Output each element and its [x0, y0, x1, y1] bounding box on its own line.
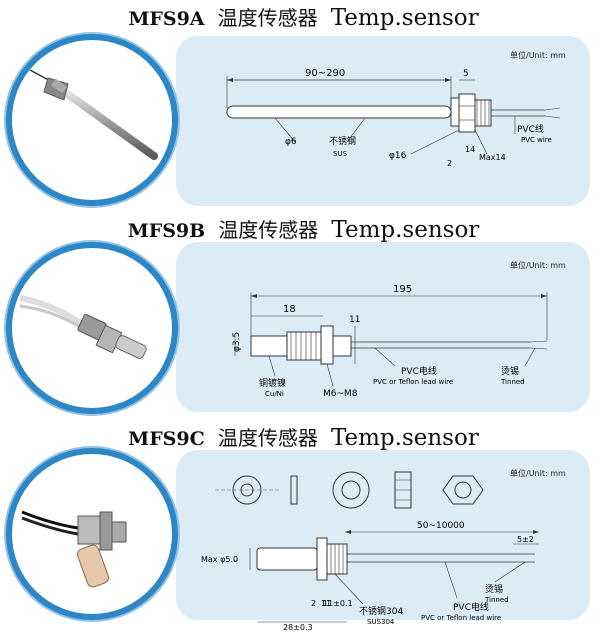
- dim-thread: Max14: [479, 153, 506, 162]
- material-english: SUS304: [367, 618, 395, 626]
- dim-max-dia: Max φ5.0: [201, 555, 238, 564]
- section-title: MFS9B 温度传感器 Temp.sensor: [0, 214, 607, 243]
- model-code: MFS9C: [128, 428, 205, 450]
- title-english: Temp.sensor: [330, 5, 479, 31]
- wire-english: PVC or Teflon lead wire: [421, 614, 501, 622]
- wire-chinese: PVC线: [517, 123, 544, 135]
- tinned-chinese: 烫锡: [485, 584, 503, 595]
- dim-a: 2: [311, 599, 316, 608]
- technical-drawing: 50~10000 5±2 Max φ5.0 烫锡 Tinned PVC电线 PV…: [201, 471, 539, 632]
- title-english: Temp.sensor: [330, 425, 479, 451]
- title-chinese: 温度传感器: [217, 6, 318, 30]
- dim-phi16: φ16: [389, 151, 407, 161]
- dim-total: 195: [393, 284, 412, 295]
- technical-drawing: 18 195 φ3.5 11 铜镀镍 Cu/Ni M6~M8 PVC电线 PVC…: [232, 284, 548, 399]
- dim-two: 2: [447, 159, 452, 168]
- drawing-panel: [176, 450, 590, 620]
- material-english: Cu/Ni: [265, 390, 284, 398]
- drawing-panel: [176, 36, 590, 206]
- dim-strip: 5±2: [517, 535, 534, 544]
- section-mfs9c: MFS9C 温度传感器 Temp.sensor 单位/Unit: mm 50~1…: [0, 418, 607, 632]
- material-chinese: 不锈钢: [329, 135, 356, 147]
- probe-photo-icon: [21, 510, 127, 588]
- wire-chinese: PVC电线: [401, 365, 437, 377]
- dim-b: 11: [321, 599, 331, 608]
- probe-photo-icon: [29, 69, 158, 160]
- section-mfs9a: MFS9A 温度传感器 Temp.sensor 单位/Unit: mm 90~2…: [0, 0, 607, 206]
- title-chinese: 温度传感器: [217, 426, 318, 450]
- tinned-chinese: 烫锡: [501, 366, 519, 377]
- dim-fourteen: 14: [465, 145, 475, 154]
- drawing-panel: [176, 242, 590, 412]
- product-photo: [6, 448, 178, 620]
- dim-dia: φ3.5: [232, 332, 242, 352]
- title-english: Temp.sensor: [331, 217, 480, 243]
- section-mfs9b: MFS9B 温度传感器 Temp.sensor 单位/Unit: mm 18 1…: [0, 210, 607, 415]
- model-code: MFS9B: [127, 220, 206, 242]
- section-title: MFS9C 温度传感器 Temp.sensor: [0, 422, 607, 451]
- product-photo: [6, 34, 178, 206]
- material-chinese: 铜镀镍: [259, 377, 286, 389]
- unit-label: 单位/Unit: mm: [510, 261, 566, 270]
- dim-five: 5: [463, 69, 469, 79]
- section-title: MFS9A 温度传感器 Temp.sensor: [0, 2, 607, 31]
- model-code: MFS9A: [128, 8, 205, 30]
- unit-label: 单位/Unit: mm: [510, 469, 566, 478]
- material-chinese: 不锈钢304: [359, 605, 403, 617]
- dim-c: 11±0.1: [323, 599, 353, 608]
- material-english: SUS: [333, 150, 348, 158]
- wire-english: PVC wire: [521, 136, 552, 144]
- dim-length: 90~290: [305, 68, 345, 79]
- dim-eighteen: 18: [283, 304, 296, 315]
- wire-chinese: PVC电线: [453, 601, 489, 613]
- tinned-english: Tinned: [484, 596, 509, 604]
- thread-label: M6~M8: [323, 389, 358, 399]
- dim-wire-length: 50~10000: [417, 521, 465, 531]
- wire-english: PVC or Teflon lead wire: [373, 378, 453, 386]
- tinned-english: Tinned: [500, 378, 525, 386]
- product-photo: [6, 242, 178, 414]
- dim-eleven: 11: [349, 315, 360, 325]
- technical-drawing: 90~290 5 φ6 不锈钢 SUS φ16 2 14 Max14 PVC线 …: [226, 68, 561, 168]
- dim-phi6: φ6: [285, 137, 297, 147]
- unit-label: 单位/Unit: mm: [510, 51, 566, 60]
- dim-probe-length: 28±0.3: [283, 623, 313, 632]
- probe-photo-icon: [19, 295, 147, 359]
- title-chinese: 温度传感器: [218, 218, 319, 242]
